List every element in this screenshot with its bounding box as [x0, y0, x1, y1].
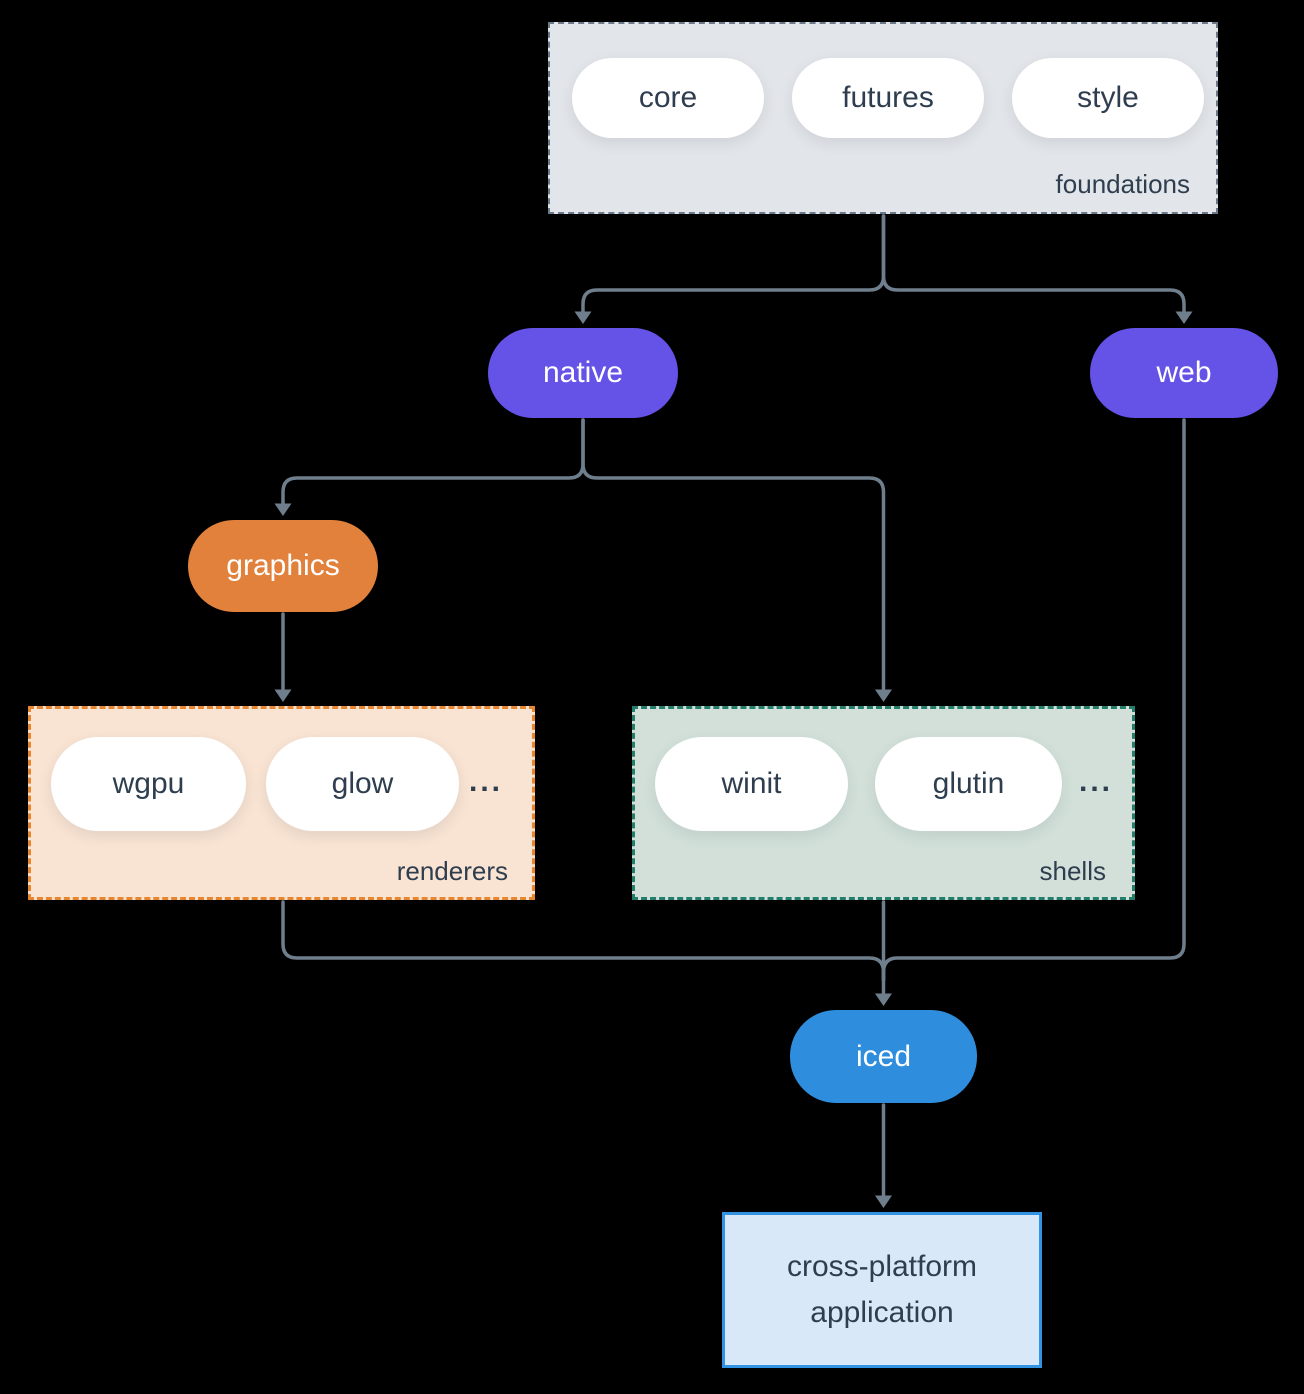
group-foundations: core futures style foundations	[548, 22, 1218, 214]
arrowhead-into-web	[1175, 311, 1193, 324]
edge-foundations-to-web	[881, 214, 1186, 315]
node-style: style	[1012, 58, 1204, 138]
node-core: core	[572, 58, 764, 138]
arrowhead-into-native	[574, 311, 592, 324]
group-renderers: wgpu glow ... renderers	[28, 706, 535, 900]
shells-ellipsis: ...	[1079, 765, 1114, 798]
arrowhead-into-application	[875, 1195, 892, 1208]
edge-foundations-to-native	[581, 214, 886, 315]
group-shells-label: shells	[1039, 856, 1106, 886]
arrowhead-into-iced	[875, 993, 892, 1006]
node-iced: iced	[790, 1010, 977, 1103]
group-renderers-label: renderers	[396, 856, 508, 886]
node-cross-platform-application: cross-platform application	[722, 1212, 1042, 1368]
renderers-ellipsis: ...	[469, 765, 504, 798]
node-glow: glow	[266, 737, 459, 831]
group-shells: winit glutin ... shells	[632, 706, 1135, 900]
group-foundations-label: foundations	[1055, 169, 1190, 199]
node-glutin: glutin	[875, 737, 1062, 831]
edge-renderers-to-iced	[281, 900, 886, 982]
node-native: native	[488, 328, 678, 418]
node-web: web	[1090, 328, 1278, 418]
arrowhead-into-renderers	[274, 689, 292, 702]
edge-native-to-shells	[581, 418, 886, 691]
edge-native-to-graphics	[281, 418, 585, 505]
node-winit: winit	[655, 737, 848, 831]
node-futures: futures	[792, 58, 984, 138]
node-graphics: graphics	[188, 520, 378, 612]
arrowhead-into-graphics	[274, 503, 292, 516]
arrowhead-into-shells	[875, 689, 892, 702]
node-wgpu: wgpu	[51, 737, 246, 831]
